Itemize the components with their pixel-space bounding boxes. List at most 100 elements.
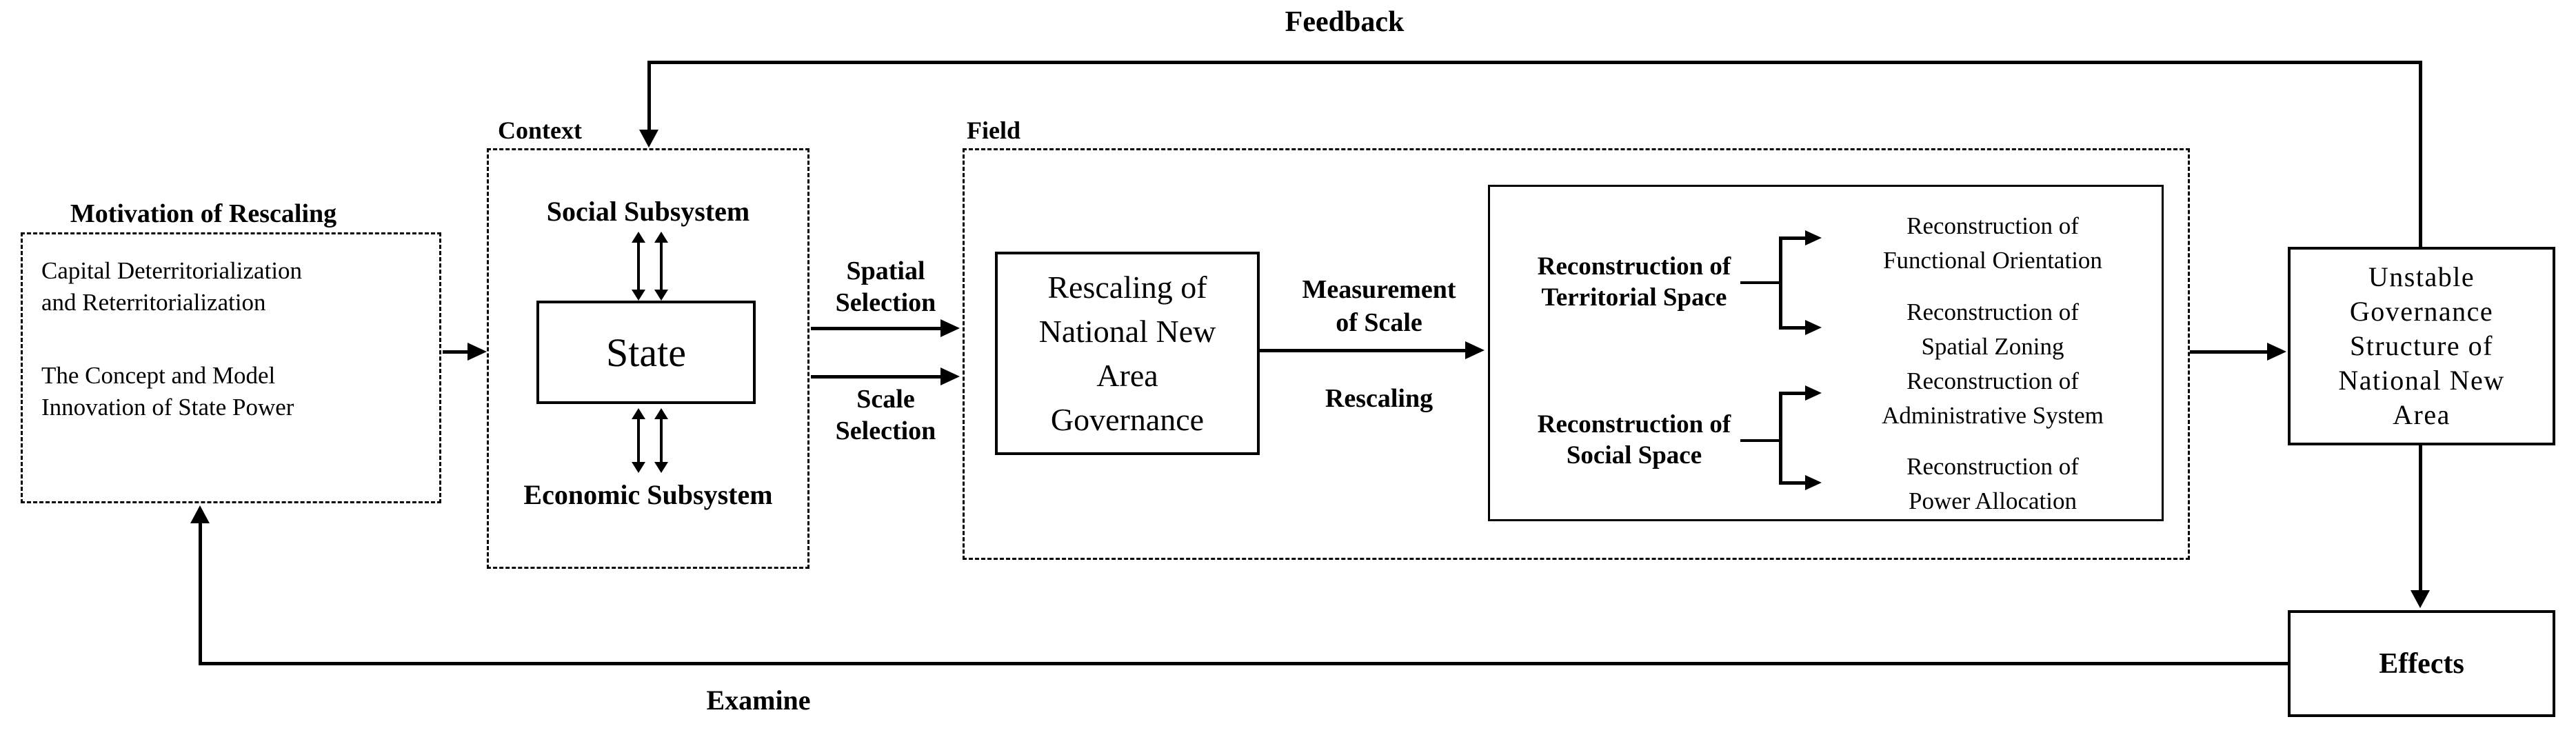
leaf-administrative-system: Reconstruction of Administrative System bbox=[1834, 364, 2151, 433]
rescaling-to-reconstruction-line bbox=[1260, 349, 1467, 352]
measurement-line-2: of Scale bbox=[1336, 308, 1422, 337]
spatial-selection-label: Spatial Selection bbox=[815, 255, 956, 319]
social-subsystem-label: Social Subsystem bbox=[546, 196, 750, 227]
scale-selection-line-2: Selection bbox=[835, 416, 936, 445]
territorial-space-line-1: Reconstruction of bbox=[1537, 252, 1731, 281]
effects-label: Effects bbox=[2379, 647, 2464, 680]
context-label: Context bbox=[498, 117, 582, 144]
state-box: State bbox=[536, 301, 756, 404]
examine-line-vertical bbox=[199, 523, 202, 664]
measurement-of-scale-label: Measurement of Scale bbox=[1279, 273, 1479, 339]
territorial-fork-bracket-line bbox=[1779, 236, 1782, 329]
social-fork-top-arrowhead-icon bbox=[1805, 385, 1822, 401]
social-state-arrowhead-down-icon-1 bbox=[632, 290, 645, 301]
territorial-fork-connector-line bbox=[1740, 281, 1782, 284]
rescaling-action-label: Rescaling bbox=[1325, 384, 1433, 413]
examine-arrowhead-up-icon bbox=[190, 505, 210, 523]
feedback-label: Feedback bbox=[1285, 6, 1405, 38]
examine-label: Examine bbox=[706, 685, 811, 716]
social-fork-top-stub-line bbox=[1779, 392, 1808, 395]
field-to-unstable-arrowhead-icon bbox=[2267, 343, 2286, 361]
field-to-unstable-line bbox=[2190, 350, 2268, 354]
reconstruction-panel-box bbox=[1488, 185, 2164, 521]
measurement-line-1: Measurement bbox=[1302, 275, 1456, 304]
unstable-governance-text: Unstable Governance Structure of Nationa… bbox=[2338, 260, 2504, 432]
spatial-selection-arrowhead-icon bbox=[940, 319, 960, 337]
motivation-item-2-line-1: The Concept and Model bbox=[41, 362, 276, 389]
unstable-line-4: National New bbox=[2338, 365, 2505, 396]
leaf-functional-line-1: Reconstruction of bbox=[1906, 212, 2079, 239]
leaf-admin-line-1: Reconstruction of bbox=[1906, 367, 2079, 394]
rescaling-governance-line-4: Governance bbox=[1050, 401, 1205, 437]
scale-selection-arrowhead-icon bbox=[940, 367, 960, 385]
motivation-box bbox=[21, 232, 441, 503]
leaf-admin-line-2: Administrative System bbox=[1882, 402, 2104, 429]
social-state-arrowhead-down-icon-2 bbox=[654, 290, 668, 301]
field-box bbox=[963, 148, 2190, 560]
leaf-power-allocation: Reconstruction of Power Allocation bbox=[1834, 450, 2151, 518]
rescaling-governance-line-2: National New bbox=[1038, 313, 1216, 349]
rescaling-to-reconstruction-arrowhead-icon bbox=[1465, 341, 1485, 359]
rescaling-governance-box: Rescaling of National New Area Governanc… bbox=[995, 252, 1260, 455]
rescaling-governance-text: Rescaling of National New Area Governanc… bbox=[1039, 265, 1216, 442]
social-fork-bottom-arrowhead-icon bbox=[1805, 475, 1822, 490]
state-economic-arrow-line-2 bbox=[660, 418, 663, 463]
motivation-to-context-arrowhead-icon bbox=[467, 343, 487, 361]
leaf-functional-orientation: Reconstruction of Functional Orientation bbox=[1834, 209, 2151, 278]
scale-selection-label: Scale Selection bbox=[815, 383, 956, 447]
motivation-item-1-line-2: and Reterritorialization bbox=[41, 289, 266, 316]
unstable-to-effects-arrowhead-icon bbox=[2411, 590, 2430, 608]
social-state-arrowhead-up-icon-1 bbox=[632, 232, 645, 243]
unstable-governance-box: Unstable Governance Structure of Nationa… bbox=[2288, 247, 2555, 445]
leaf-functional-line-2: Functional Orientation bbox=[1883, 247, 2102, 274]
state-economic-arrow-line-1 bbox=[637, 418, 640, 463]
state-economic-arrowhead-down-icon-2 bbox=[654, 462, 668, 473]
territorial-fork-top-arrowhead-icon bbox=[1805, 230, 1822, 245]
territorial-fork-top-stub-line bbox=[1779, 236, 1808, 240]
effects-box: Effects bbox=[2288, 610, 2555, 717]
territorial-space-label: Reconstruction of Territorial Space bbox=[1510, 251, 1758, 313]
scale-selection-line-1: Scale bbox=[856, 385, 915, 414]
territorial-fork-bottom-arrowhead-icon bbox=[1805, 320, 1822, 335]
examine-line-horizontal bbox=[199, 662, 2288, 665]
rescaling-governance-line-1: Rescaling of bbox=[1047, 269, 1207, 305]
motivation-item-2: The Concept and Model Innovation of Stat… bbox=[41, 360, 427, 423]
state-economic-arrowhead-down-icon-1 bbox=[632, 462, 645, 473]
state-economic-arrowhead-up-icon-2 bbox=[654, 408, 668, 419]
context-box bbox=[487, 148, 809, 569]
social-fork-bottom-stub-line bbox=[1779, 481, 1808, 485]
state-economic-arrowhead-up-icon-1 bbox=[632, 408, 645, 419]
state-label: State bbox=[606, 330, 686, 375]
economic-subsystem-label: Economic Subsystem bbox=[523, 479, 773, 510]
unstable-to-effects-line bbox=[2419, 445, 2422, 592]
motivation-to-context-line bbox=[443, 350, 470, 354]
leaf-power-line-1: Reconstruction of bbox=[1906, 453, 2079, 480]
leaf-zoning-line-1: Reconstruction of bbox=[1906, 299, 2079, 325]
territorial-fork-bottom-stub-line bbox=[1779, 326, 1808, 330]
field-label: Field bbox=[967, 117, 1020, 144]
social-state-arrowhead-up-icon-2 bbox=[654, 232, 668, 243]
social-state-arrow-line-1 bbox=[637, 241, 640, 291]
unstable-line-5: Area bbox=[2393, 399, 2451, 430]
feedback-line-horizontal bbox=[649, 61, 2422, 64]
social-space-line-1: Reconstruction of bbox=[1537, 410, 1731, 438]
social-fork-connector-line bbox=[1740, 439, 1782, 442]
spatial-selection-line-1: Spatial bbox=[846, 256, 925, 285]
motivation-item-1: Capital Deterritorialization and Reterri… bbox=[41, 255, 427, 319]
social-space-line-2: Social Space bbox=[1566, 441, 1702, 470]
spatial-selection-line-2: Selection bbox=[835, 288, 936, 317]
unstable-line-2: Governance bbox=[2349, 296, 2494, 327]
feedback-arrowhead-down-icon bbox=[639, 130, 658, 148]
feedback-line-right-vertical bbox=[2419, 61, 2422, 247]
unstable-line-3: Structure of bbox=[2350, 330, 2493, 361]
social-fork-bracket-line bbox=[1779, 392, 1782, 485]
leaf-zoning-line-2: Spatial Zoning bbox=[1921, 333, 2064, 360]
spatial-selection-arrow-line bbox=[811, 327, 942, 330]
unstable-line-1: Unstable bbox=[2368, 261, 2475, 292]
scale-selection-arrow-line bbox=[811, 375, 942, 379]
feedback-line-left-vertical bbox=[647, 61, 651, 131]
rescaling-governance-line-3: Area bbox=[1096, 357, 1158, 393]
leaf-spatial-zoning: Reconstruction of Spatial Zoning bbox=[1834, 295, 2151, 364]
motivation-title: Motivation of Rescaling bbox=[70, 199, 337, 228]
